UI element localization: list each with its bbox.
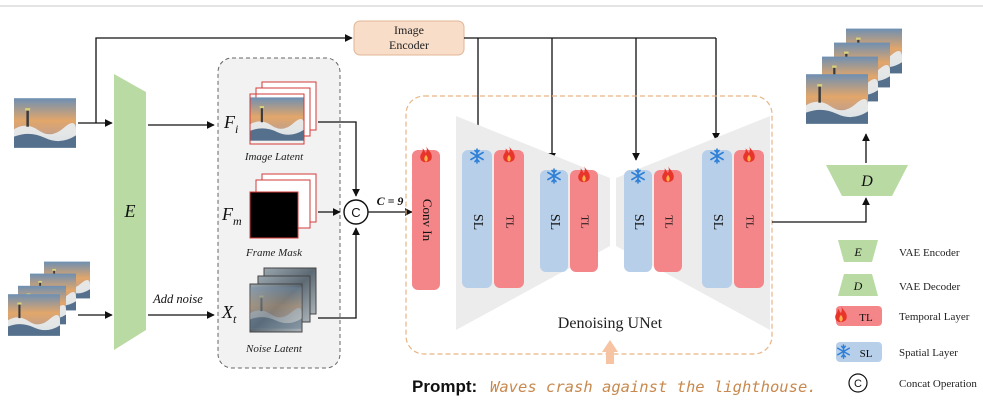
arrow-to-image-encoder <box>95 34 353 123</box>
tl-label-2: TL <box>578 215 590 229</box>
spatial-layer-1 <box>462 150 492 288</box>
image-latent-stack <box>249 81 317 145</box>
vae-decoder-shape <box>826 165 908 196</box>
legend-sl-swatch <box>836 342 882 362</box>
spatial-layer-2 <box>540 170 568 272</box>
concat-symbol: C <box>351 205 360 220</box>
legend-tl-text: Temporal Layer <box>899 311 970 323</box>
unet-label: Denoising UNet <box>558 315 663 332</box>
input-image <box>14 98 76 148</box>
noise-latent-caption: Noise Latent <box>245 343 303 355</box>
temporal-layer-4 <box>734 150 764 288</box>
arrow-unet-to-decoder <box>772 197 870 223</box>
output-video-frames <box>806 28 902 124</box>
temporal-layer-3 <box>654 170 682 272</box>
spatial-layer-3 <box>624 170 652 272</box>
conv-in-block <box>412 150 440 290</box>
legend: E VAE Encoder D VAE Decoder TL Temporal … <box>835 240 977 393</box>
vae-encoder-shape <box>114 74 146 350</box>
frame-mask-symbol: Fm <box>221 204 242 228</box>
temporal-layer-2 <box>570 170 598 272</box>
input-video-frames <box>8 261 90 336</box>
tl-label-3: TL <box>662 215 674 229</box>
encoder-symbol: E <box>124 201 136 221</box>
image-latent-symbol: Fi <box>223 112 238 136</box>
legend-tl-swatch <box>836 306 882 326</box>
frame-mask-caption: Frame Mask <box>245 247 303 259</box>
temporal-layer-1 <box>494 150 524 288</box>
arrow-noise-latent-to-concat <box>318 227 360 319</box>
image-encoder-label-2: Encoder <box>389 38 429 52</box>
prompt-arrow-shaft <box>606 350 614 364</box>
spatial-layer-4 <box>702 150 732 288</box>
noise-latent-symbol: Xt <box>221 302 237 326</box>
sl-label-4: SL <box>710 214 725 230</box>
legend-concat-key: C <box>854 378 862 390</box>
legend-encoder-text: VAE Encoder <box>899 247 960 259</box>
prompt-arrow-head <box>602 340 618 352</box>
decoder-symbol: D <box>860 173 873 190</box>
image-encoder-label-1: Image <box>394 23 424 37</box>
conv-in-label: Conv In <box>420 199 435 242</box>
legend-sl-text: Spatial Layer <box>899 347 958 359</box>
legend-decoder-text: VAE Decoder <box>899 281 961 293</box>
legend-tl-key: TL <box>859 312 873 324</box>
conv-in-flame-icon <box>420 146 432 163</box>
unet-region <box>405 95 773 355</box>
frame-mask-stack <box>249 173 317 239</box>
channel-label: C = 9 <box>377 194 404 208</box>
add-noise-label: Add noise <box>152 292 203 306</box>
legend-encoder-swatch <box>838 240 878 262</box>
sl-label-1: SL <box>470 214 485 230</box>
legend-concat-swatch <box>848 373 868 393</box>
noise-latent-stack <box>249 267 317 333</box>
legend-concat-text: Concat Operation <box>899 378 977 390</box>
tl-label-4: TL <box>743 215 755 229</box>
legend-decoder-key: D <box>853 279 863 293</box>
legend-encoder-key: E <box>853 245 862 259</box>
prompt-text: Waves crash against the lighthouse. <box>490 378 817 396</box>
image-latent-caption: Image Latent <box>244 151 304 163</box>
prompt-label: Prompt: <box>412 377 477 396</box>
tl-label-1: TL <box>503 215 515 229</box>
legend-sl-key: SL <box>860 348 873 360</box>
sl-label-3: SL <box>631 214 646 230</box>
sl-label-2: SL <box>547 214 562 230</box>
legend-decoder-swatch <box>838 274 878 296</box>
arrow-image-latent-to-concat <box>318 121 360 197</box>
